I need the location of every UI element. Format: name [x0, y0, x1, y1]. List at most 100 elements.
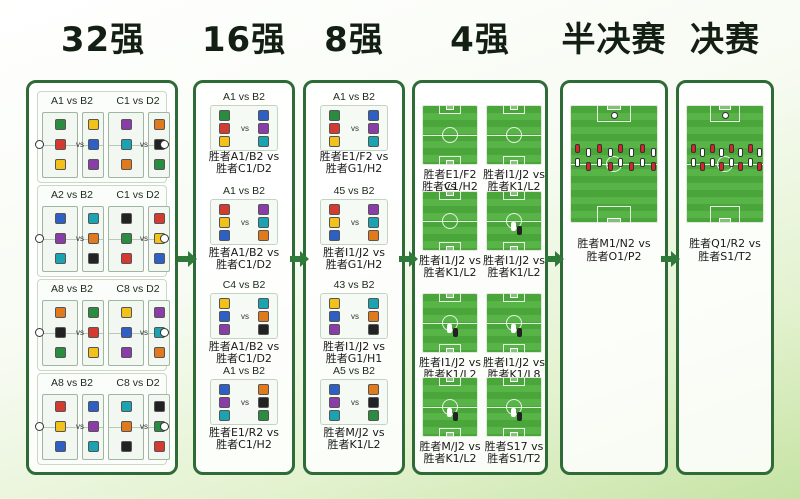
match-pitch [486, 377, 542, 437]
mini-board [108, 206, 144, 272]
vs-label: vs [140, 234, 148, 243]
player-icon [585, 148, 591, 157]
player-icon [447, 408, 452, 417]
team-kit-icon [329, 311, 340, 322]
player-icon [728, 144, 734, 153]
team-kit-icon [329, 204, 340, 215]
soccer-ball-icon [35, 422, 44, 431]
team-kit-icon [219, 410, 230, 421]
winner-line-1: 胜者S17 vs [484, 440, 544, 453]
player-icon [575, 144, 580, 153]
final-winner-line1: 胜者Q1/R2 vs [689, 237, 761, 250]
player-icon [607, 148, 613, 157]
mini-board [148, 394, 170, 460]
match-pitch [422, 293, 478, 353]
winner-line-1: 胜者M/J2 vs [419, 440, 481, 453]
player-icon [517, 328, 522, 337]
team-kit-icon [55, 139, 66, 150]
player-icon [719, 162, 725, 171]
mini-board [42, 394, 78, 460]
vs-label: vs [241, 124, 249, 133]
soccer-ball-icon [160, 328, 169, 337]
player-icon [607, 162, 613, 171]
semifinal-column: 胜者M1/N2 vs 胜者O1/P2 [560, 80, 668, 475]
player-icon [719, 148, 725, 157]
player-icon [747, 158, 753, 167]
team-kit-icon [258, 136, 269, 147]
arrow-right-icon [288, 248, 310, 270]
match-title: C4 vs B2 [222, 279, 266, 291]
match-pitch [422, 105, 478, 165]
team-kit-icon [88, 213, 99, 224]
team-kit-icon [258, 397, 269, 408]
player-icon [738, 148, 744, 157]
mini-board [108, 300, 144, 366]
team-kit-icon [219, 217, 230, 228]
arrow-right-icon [659, 248, 681, 270]
arrow-right-icon [397, 248, 419, 270]
soccer-ball-icon [35, 328, 44, 337]
team-kit-icon [121, 233, 132, 244]
winner-line-2: 胜者K1/L2 [487, 266, 541, 279]
player-icon [585, 162, 591, 171]
team-kit-icon [219, 123, 230, 134]
team-kit-icon [329, 136, 340, 147]
team-kit-icon [258, 384, 269, 395]
team-kit-icon [55, 159, 66, 170]
player-icon [640, 158, 646, 167]
match-pitch [422, 377, 478, 437]
team-kit-icon [368, 384, 379, 395]
team-kit-icon [329, 123, 340, 134]
team-kit-icon [55, 347, 66, 358]
winner-line-1: 胜者I1/J2 vs [483, 254, 545, 267]
vs-label: vs [351, 218, 359, 227]
player-icon [575, 158, 580, 167]
team-kit-icon [258, 123, 269, 134]
group-match-left: A1 vs B2 [50, 95, 94, 107]
team-kit-icon [258, 204, 269, 215]
team-kit-icon [88, 347, 99, 358]
vs-label: vs [76, 328, 84, 337]
team-kit-icon [121, 159, 132, 170]
team-kit-icon [121, 307, 132, 318]
soccer-ball-icon [160, 234, 169, 243]
mini-board [82, 112, 104, 178]
soccer-ball-icon [611, 112, 618, 119]
winner-line-2: 胜者C1/H2 [422, 180, 478, 193]
semifinal-pitch [570, 105, 658, 223]
arrow-right-icon [543, 248, 565, 270]
match-board: vs [320, 293, 388, 339]
group-match-left: A8 vs B2 [50, 283, 94, 295]
winner-line-2: 胜者G1/H2 [325, 258, 383, 271]
player-icon [700, 162, 706, 171]
vs-label: vs [140, 140, 148, 149]
player-icon [757, 148, 762, 157]
team-kit-icon [121, 347, 132, 358]
team-kit-icon [258, 217, 269, 228]
winner-line-1: 胜者E1/R2 vs [208, 426, 280, 439]
soccer-ball-icon [35, 234, 44, 243]
team-kit-icon [219, 397, 230, 408]
stage-title-final: 决赛 [690, 20, 760, 60]
winner-line-1: 胜者I1/J2 vs [419, 254, 481, 267]
team-kit-icon [121, 253, 132, 264]
match-title: 45 vs B2 [333, 185, 375, 197]
match-title: A1 vs B2 [222, 91, 266, 103]
player-icon [691, 158, 696, 167]
team-kit-icon [88, 233, 99, 244]
team-kit-icon [368, 136, 379, 147]
winner-line-2: 胜者C1/D2 [216, 162, 272, 175]
mini-board [148, 112, 170, 178]
winner-line-2: 胜者G1/H1 [325, 352, 383, 365]
team-kit-icon [368, 217, 379, 228]
winner-line-2: 胜者C1/H2 [216, 438, 272, 451]
team-kit-icon [121, 327, 132, 338]
team-kit-icon [219, 384, 230, 395]
team-kit-icon [329, 384, 340, 395]
team-kit-icon [329, 230, 340, 241]
team-kit-icon [368, 204, 379, 215]
